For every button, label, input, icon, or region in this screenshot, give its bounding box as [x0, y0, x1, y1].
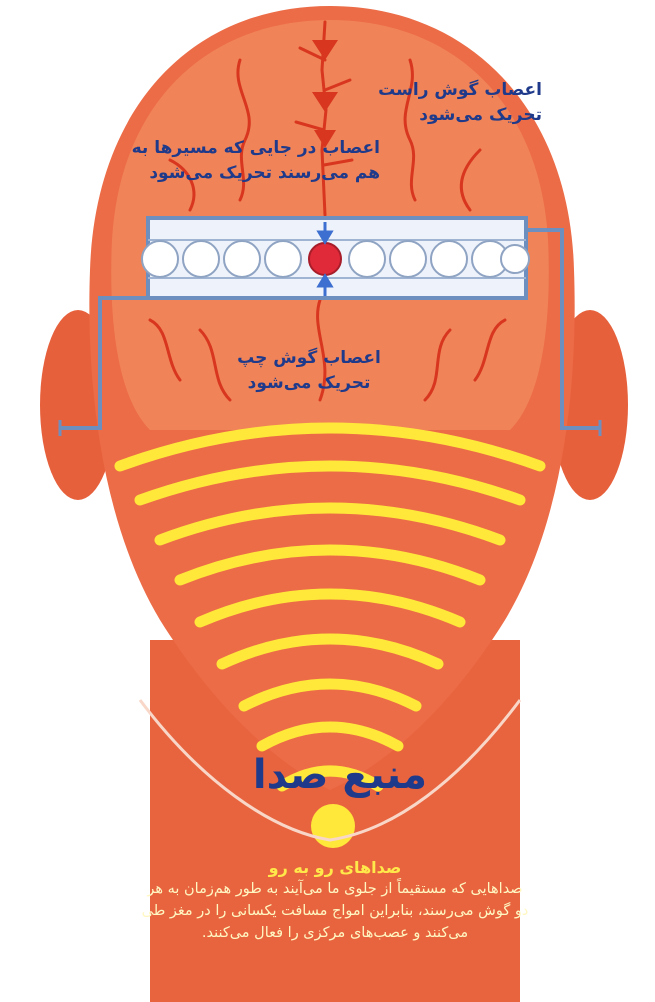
active-neuron	[309, 243, 341, 275]
caption-title: صداهای رو به رو	[140, 858, 530, 877]
meeting-point-label: اعصاب در جایی که مسیرها به هم می‌رسند تح…	[118, 136, 380, 185]
sound-source-title: منبع صدا	[230, 752, 450, 798]
left-ear-label: اعصاب گوش چپ تحریک می‌شود	[225, 346, 393, 395]
caption-body: صداهایی که مستقیماً از جلوی ما می‌آیند ب…	[140, 879, 530, 944]
right-ear-label: اعصاب گوش راست تحریک می‌شود	[360, 78, 542, 127]
sound-source-dot	[311, 804, 355, 848]
caption: صداهای رو به رو صداهایی که مستقیماً از ج…	[140, 858, 530, 944]
